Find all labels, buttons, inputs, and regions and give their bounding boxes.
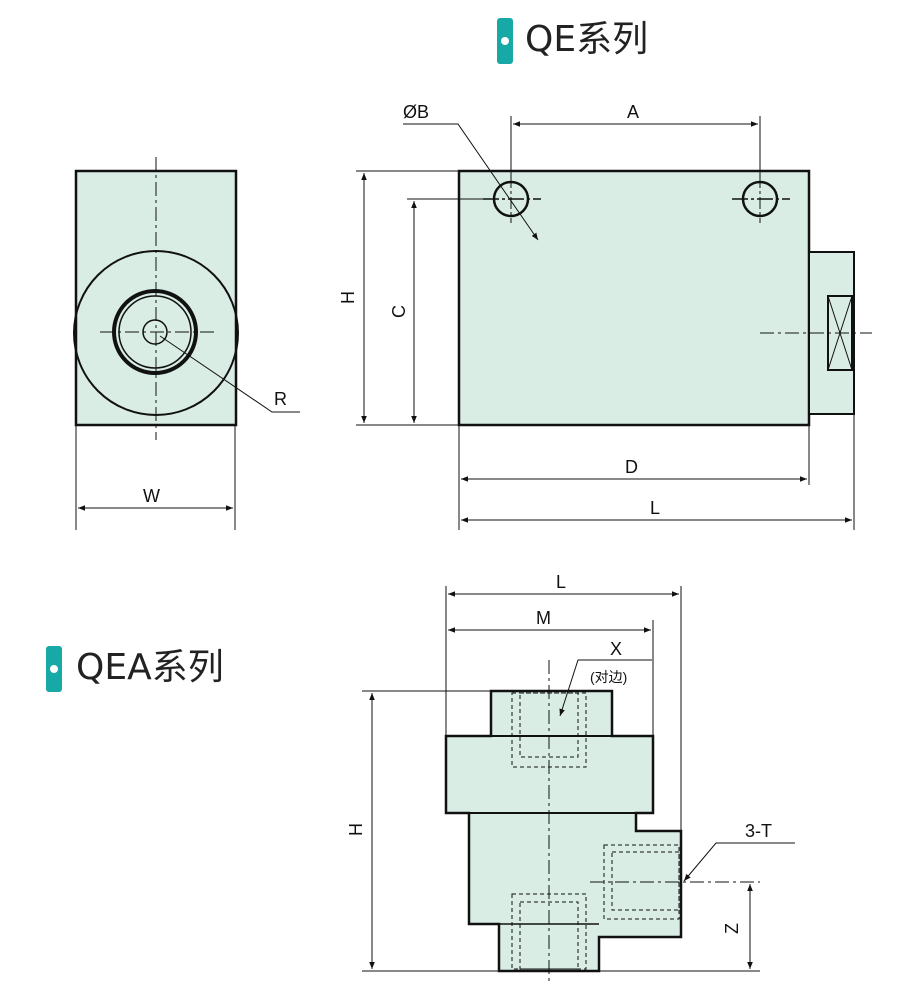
qe-end-view: R W <box>73 157 300 530</box>
qea-section-badge <box>46 646 62 692</box>
a-label: A <box>627 102 639 122</box>
qea-t-leader-line <box>683 842 795 882</box>
qe-series-title: QE系列 <box>525 19 649 60</box>
qe-side-view: ØB A H C D L <box>338 102 872 530</box>
qea-x-label: X <box>610 639 622 659</box>
side-bore-hidden-inner <box>611 851 680 911</box>
qea-view: L M X (对边) H 3-T Z <box>346 572 795 985</box>
d-label: D <box>625 457 638 477</box>
l-label: L <box>650 498 660 518</box>
r-label: R <box>274 389 287 409</box>
phi-b-leader-line <box>403 123 539 241</box>
c-label: C <box>389 305 409 318</box>
qe-section-badge <box>497 18 513 64</box>
r-leader-line <box>159 335 300 413</box>
qea-x-leader-line <box>559 659 652 717</box>
h-label: H <box>338 291 358 304</box>
qea-t-label: 3-T <box>745 821 772 841</box>
qea-series-title: QEA系列 <box>76 647 224 688</box>
qea-body <box>444 689 683 973</box>
qea-l-label: L <box>556 572 566 592</box>
w-label: W <box>143 486 160 506</box>
qea-m-label: M <box>536 608 551 628</box>
qea-h-label: H <box>346 823 366 836</box>
phi-b-label: ØB <box>403 102 429 122</box>
qea-z-label: Z <box>722 923 742 934</box>
badge-dot-icon <box>501 37 509 45</box>
badge-dot-icon <box>50 665 58 673</box>
qea-x-note: (对边) <box>590 669 627 685</box>
